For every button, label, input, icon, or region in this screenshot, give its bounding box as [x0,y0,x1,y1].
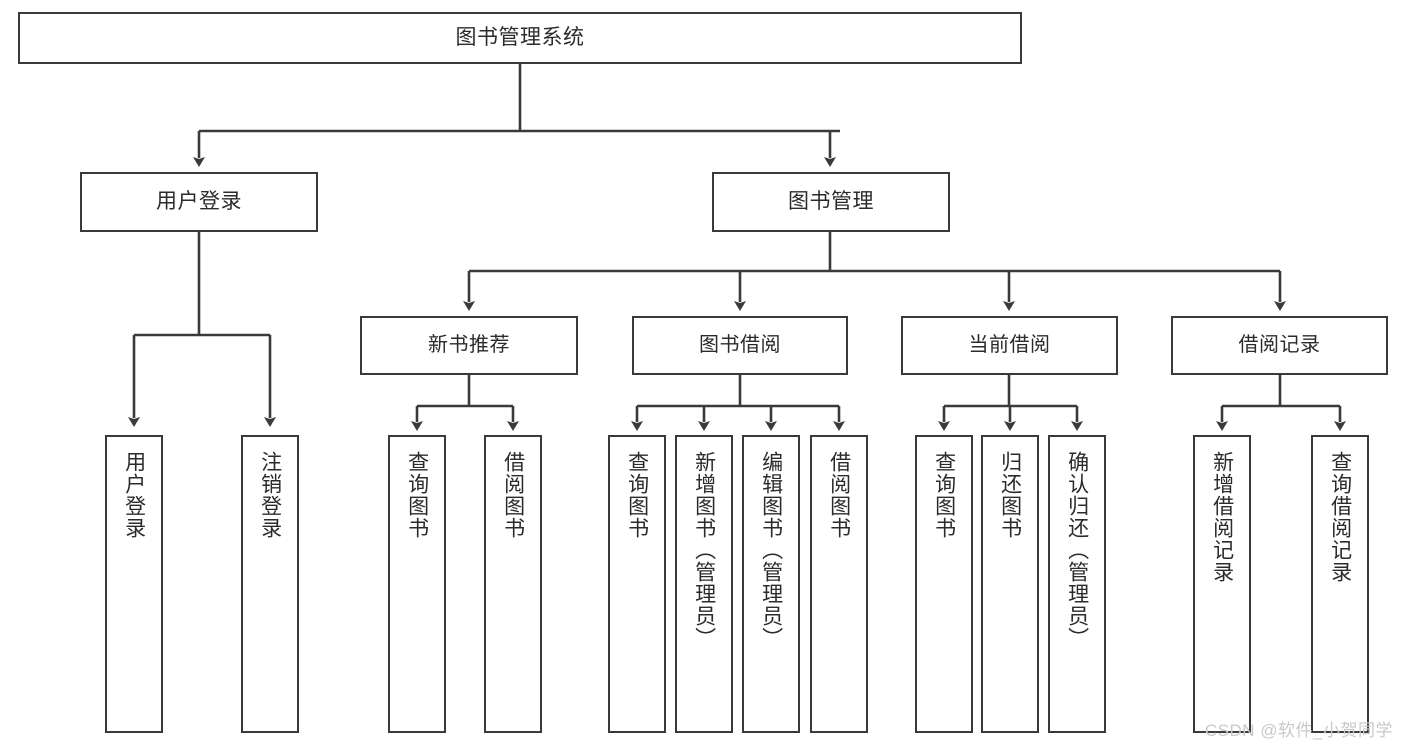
leaf-new-book-0[interactable]: 查询图书 [388,435,446,733]
node-root-label: 图书管理系统 [455,25,585,49]
leaf-book-borrow-2[interactable]: 编辑图书（管理员） [742,435,800,733]
leaf-book-borrow-1[interactable]: 新增图书（管理员） [675,435,733,733]
node-borrow-record-label: 借阅记录 [1238,334,1321,356]
node-book-management[interactable]: 图书管理 [712,172,950,232]
node-book-borrow-label: 图书借阅 [699,334,781,356]
leaf-book-borrow-1-label: 新增图书（管理员） [692,451,716,649]
leaf-borrow-record-0[interactable]: 新增借阅记录 [1193,435,1251,733]
leaf-new-book-1[interactable]: 借阅图书 [484,435,542,733]
leaf-borrow-record-0-label: 新增借阅记录 [1210,451,1234,583]
leaf-borrow-record-1[interactable]: 查询借阅记录 [1311,435,1369,733]
node-root[interactable]: 图书管理系统 [18,12,1022,64]
node-user-login-label: 用户登录 [156,189,242,213]
leaf-borrow-record-1-label: 查询借阅记录 [1328,451,1352,583]
node-user-login[interactable]: 用户登录 [80,172,318,232]
node-new-book-recommend[interactable]: 新书推荐 [360,316,578,375]
node-current-borrow[interactable]: 当前借阅 [901,316,1118,375]
leaf-user-login-1[interactable]: 注销登录 [241,435,299,733]
leaf-user-login-1-label: 注销登录 [258,451,282,539]
node-current-borrow-label: 当前借阅 [968,334,1051,356]
node-borrow-record[interactable]: 借阅记录 [1171,316,1388,375]
leaf-current-borrow-1-label: 归还图书 [998,451,1022,539]
leaf-current-borrow-2[interactable]: 确认归还（管理员） [1048,435,1106,733]
leaf-current-borrow-2-label: 确认归还（管理员） [1065,451,1089,649]
leaf-current-borrow-1[interactable]: 归还图书 [981,435,1039,733]
leaf-book-borrow-3[interactable]: 借阅图书 [810,435,868,733]
node-new-book-recommend-label: 新书推荐 [428,334,510,356]
leaf-book-borrow-0-label: 查询图书 [625,451,649,539]
leaf-user-login-0-label: 用户登录 [122,451,146,539]
leaf-book-borrow-2-label: 编辑图书（管理员） [759,451,783,649]
leaf-current-borrow-0[interactable]: 查询图书 [915,435,973,733]
leaf-book-borrow-0[interactable]: 查询图书 [608,435,666,733]
node-book-borrow[interactable]: 图书借阅 [632,316,848,375]
watermark: CSDN @软件_小贺同学 [1204,721,1393,740]
leaf-user-login-0[interactable]: 用户登录 [105,435,163,733]
node-book-management-label: 图书管理 [788,189,874,213]
leaf-new-book-1-label: 借阅图书 [501,451,525,539]
leaf-current-borrow-0-label: 查询图书 [932,451,956,539]
leaf-new-book-0-label: 查询图书 [405,451,429,539]
leaf-book-borrow-3-label: 借阅图书 [827,451,851,539]
